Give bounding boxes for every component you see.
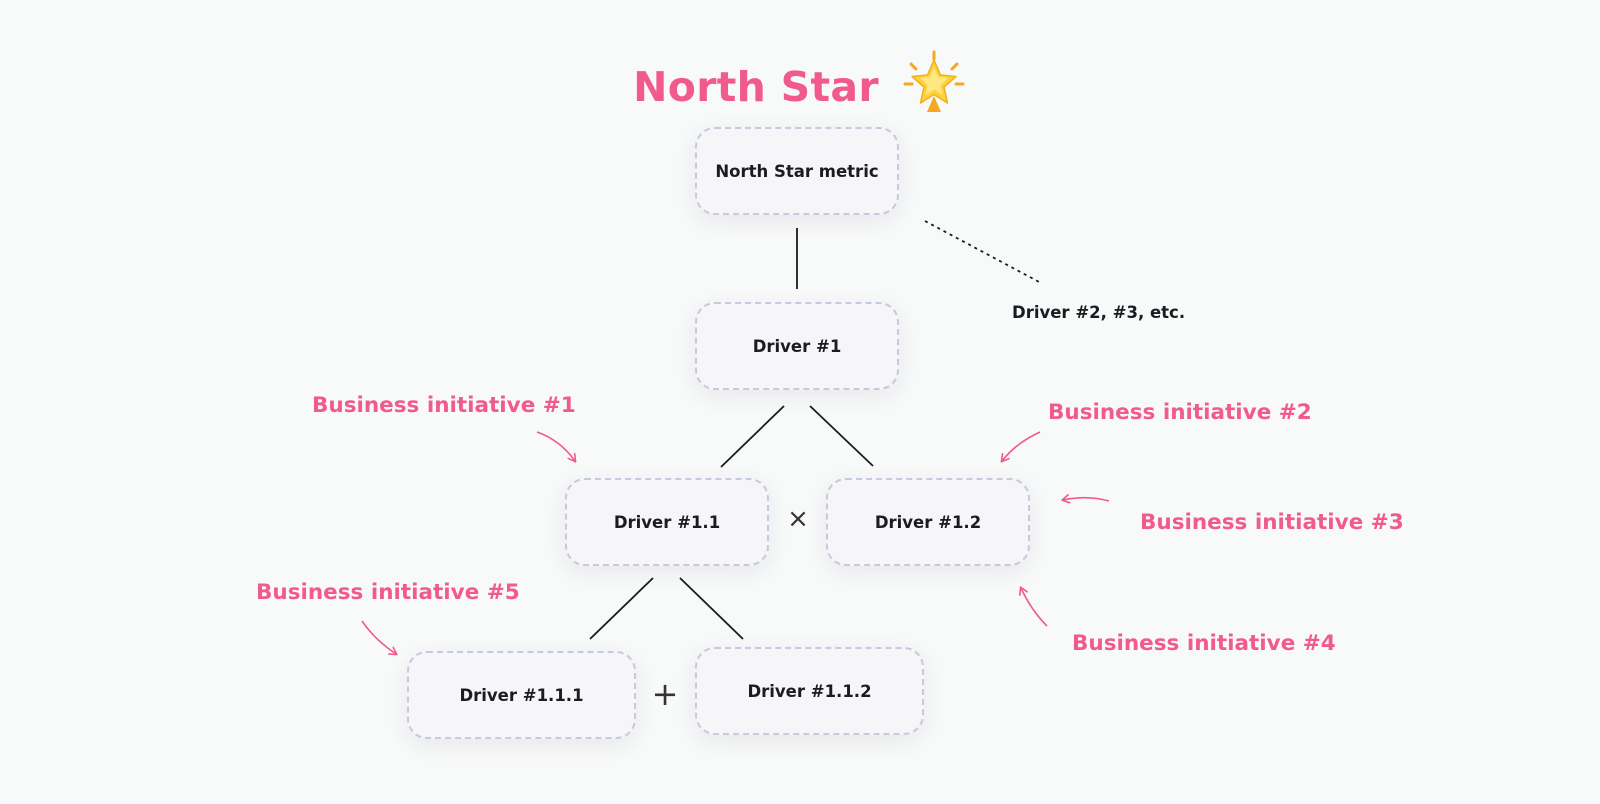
connector-nsm-to-other-drivers [924,220,1042,284]
node-label: Driver #1.1.2 [747,681,872,701]
node-label: Driver #1.1 [613,512,721,532]
node-label: Driver #1.2 [874,512,982,532]
arrow-bi-1 [536,431,577,463]
node-driver-1-1-2[interactable]: Driver #1.1.2 [695,647,924,735]
arrow-bi-2 [1000,431,1041,463]
connector-driver-1-1-to-1-1-1 [589,577,654,640]
node-driver-1[interactable]: Driver #1 [695,302,899,390]
connector-driver-1-1-to-1-1-2 [679,577,744,640]
connector-driver-1-to-1-1 [720,405,785,468]
title-text: North Star [633,63,879,111]
node-driver-1-2[interactable]: Driver #1.2 [826,478,1030,566]
business-initiative-5: Business initiative #5 [256,580,520,605]
plus-operator: + [651,675,679,713]
arrow-bi-5 [361,620,398,656]
node-driver-1-1[interactable]: Driver #1.1 [565,478,769,566]
business-initiative-1: Business initiative #1 [312,393,576,418]
node-label: Driver #1.1.1 [459,685,584,705]
node-label: North Star metric [715,161,879,181]
node-label: Driver #1 [752,336,842,356]
connector-driver-1-to-1-2 [809,405,874,467]
arrow-bi-3 [1061,494,1110,504]
node-north-star-metric[interactable]: North Star metric [695,127,899,215]
arrow-bi-4 [1019,586,1048,627]
other-drivers-label: Driver #2, #3, etc. [1012,303,1186,322]
business-initiative-4: Business initiative #4 [1072,631,1336,656]
glowing-star-icon [901,50,967,116]
multiply-operator: × [787,504,809,534]
node-driver-1-1-1[interactable]: Driver #1.1.1 [407,651,636,739]
page-title: North Star [0,50,1600,120]
business-initiative-3: Business initiative #3 [1140,510,1404,535]
business-initiative-2: Business initiative #2 [1048,400,1312,425]
